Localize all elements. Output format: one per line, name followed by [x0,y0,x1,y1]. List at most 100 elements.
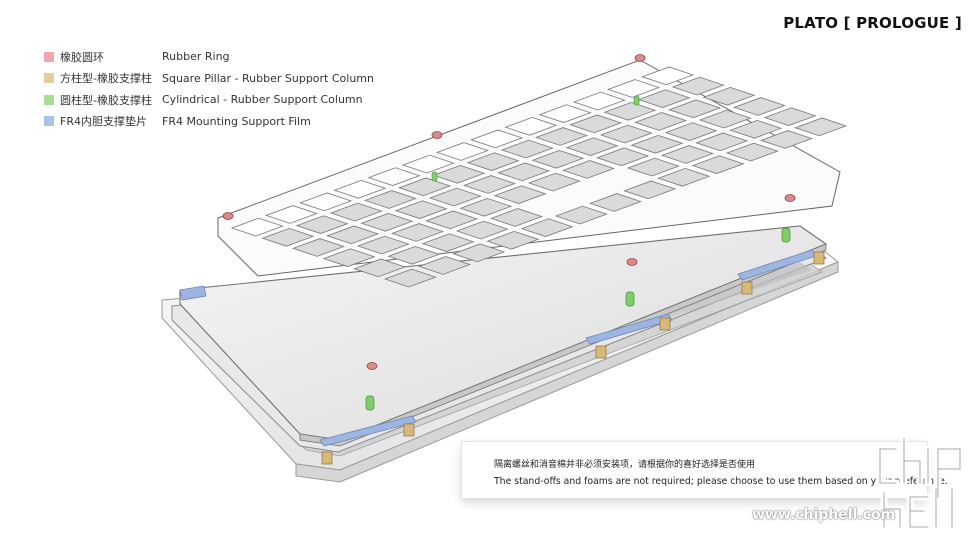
legend-swatch-square-pillar [44,73,54,84]
rubber-ring [626,258,638,266]
key-cutout [417,256,471,275]
key-cutout [561,160,615,179]
key-cutout [363,190,417,209]
key-cutout [470,129,524,149]
key-cutout [671,76,725,96]
key-cutout [637,89,691,108]
key-cutout [322,248,376,267]
key-cutout [626,157,680,177]
square-pillar [321,451,333,465]
key-cutout [428,187,482,207]
key-cutout [291,238,345,257]
square-pillar [595,345,607,359]
key-cutout [596,147,650,167]
legend-label-en: Cylindrical - Rubber Support Column [162,93,363,107]
legend-label-en: Square Pillar - Rubber Support Column [162,71,374,85]
fr4-film-group [179,249,817,447]
page-title: PLATO [ PROLOGUE ] [783,14,962,32]
legend-item-rubber-ring: 橡胶圆环 Rubber Ring [44,46,374,68]
key-cutout [425,210,479,230]
key-cutouts [230,66,848,288]
key-cutout [664,122,718,141]
key-cutout [794,117,848,137]
key-cutout [387,245,441,265]
key-cutout [527,172,581,192]
fr4-film [585,313,673,345]
legend-item-cylindrical-pillar: 圆柱型-橡胶支撑柱 Cylindrical - Rubber Support C… [44,89,374,111]
watermark-url: www.chiphell.com [752,507,896,523]
key-cutout [367,167,421,186]
key-cutout [295,215,349,234]
fr4-film [179,285,207,301]
key-cutout [356,235,410,255]
key-cutout [534,127,588,146]
key-cutout [732,97,786,116]
rubber-ring [431,131,443,139]
key-cutout [729,119,783,139]
square-pillar [403,423,415,437]
note-box: 隔离螺丝和消音棉并非必须安装项，请根据你的喜好选择是否使用 The stand-… [462,442,948,498]
key-cutout [486,230,540,250]
key-cutout [333,179,387,199]
key-cutout [633,112,687,131]
key-cutout [538,104,592,123]
rubber-ring [222,212,234,220]
key-cutout [668,99,722,119]
cylindrical-pillar [431,171,438,182]
key-cutout [657,167,711,187]
legend-label-en: Rubber Ring [162,50,230,64]
rubber-ring [366,362,378,370]
key-cutout [702,86,756,106]
key-cutout [630,134,684,154]
legend-swatch-rubber-ring [44,51,54,62]
key-cutout [383,268,437,288]
note-text-en: The stand-offs and foams are not require… [494,476,948,487]
key-cutout [520,218,574,237]
key-cutout [432,164,486,184]
key-cutout [606,79,660,98]
legend-label-en: FR4 Mounting Support Film [162,114,311,128]
legend-swatch-fr4-film [44,116,54,127]
legend: 橡胶圆环 Rubber Ring 方柱型-橡胶支撑柱 Square Pillar… [44,46,374,132]
key-cutout [641,66,695,86]
key-cutout [390,223,444,242]
key-cutout [497,162,551,182]
key-cutout [299,192,353,212]
legend-item-fr4-film: FR4内胆支撑垫片 FR4 Mounting Support Film [44,111,374,133]
rubber-ring [634,54,646,62]
key-cutout [489,208,543,227]
key-cutout [261,227,315,247]
key-cutout [572,91,626,111]
key-cutout [504,116,558,136]
key-cutout [466,152,520,171]
key-cutout [603,101,657,121]
key-cutout [462,175,516,194]
legend-swatch-cylindrical-pillar [44,94,54,105]
key-cutout [554,205,608,225]
key-cutout [691,155,745,174]
key-cutout [455,220,509,240]
cylindrical-pillar [365,395,375,411]
cylindrical-pillar [633,95,640,106]
key-cutout [531,149,585,169]
key-cutout [623,180,677,200]
fr4-film [319,415,417,447]
cylindrical-pillar-group [365,95,791,411]
key-cutout [401,154,455,174]
legend-item-square-pillar: 方柱型-橡胶支撑柱 Square Pillar - Rubber Support… [44,68,374,90]
square-pillar-group [321,251,825,465]
key-cutout [421,233,475,252]
key-cutout [452,243,506,263]
square-pillar [741,281,753,295]
key-cutout [588,193,642,212]
key-cutout [435,142,489,161]
key-cutout [459,197,513,217]
cylindrical-pillar [625,291,635,307]
cylindrical-pillar [781,227,791,243]
key-cutout [695,132,749,152]
key-cutout [725,142,779,162]
key-cutout [763,107,817,126]
legend-label-zh: 方柱型-橡胶支撑柱 [60,72,152,86]
key-cutout [394,200,448,219]
